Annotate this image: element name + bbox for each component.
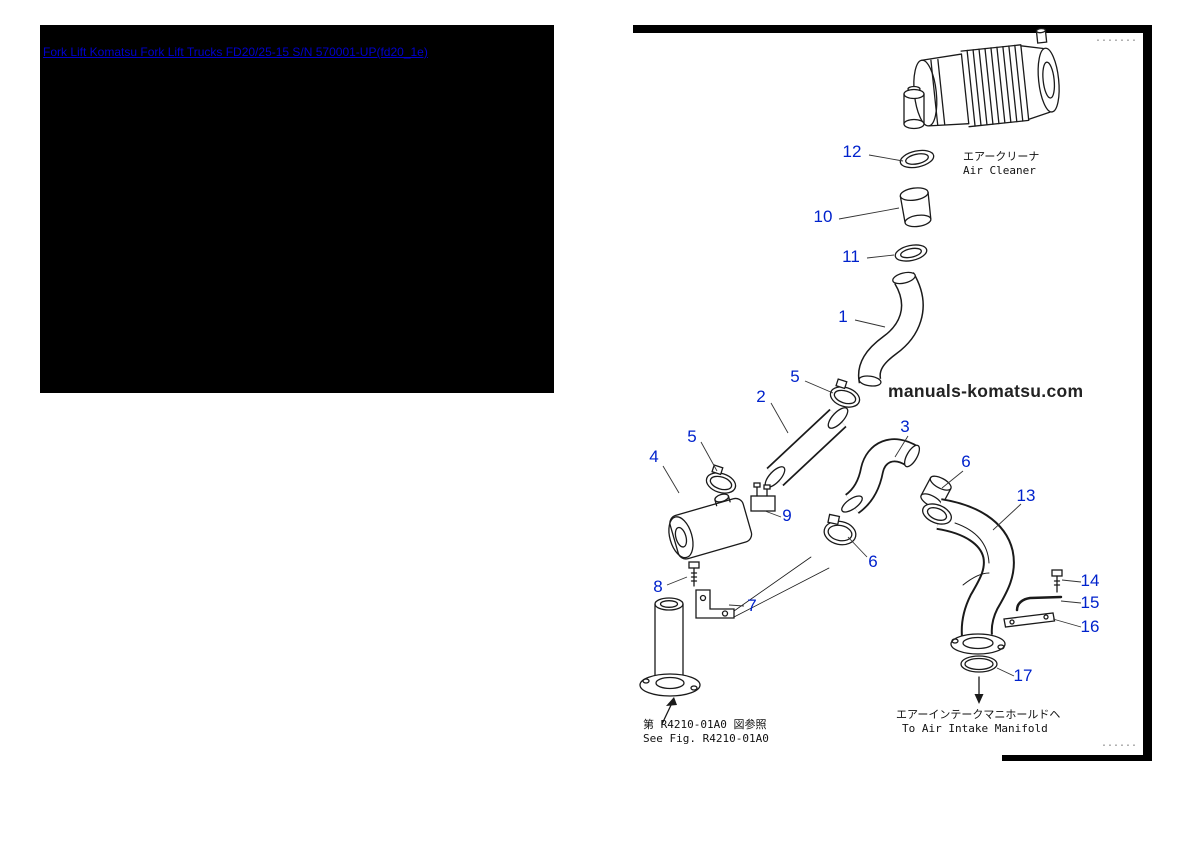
callout-16-17: 16 [1080,617,1100,636]
part-bolt-8 [688,561,700,587]
part-intake-pipe [639,597,701,725]
part-rod-15 [1015,595,1063,612]
part-oring-17 [960,655,998,673]
panel-border-bottom [1002,755,1152,761]
callout-5-4: 5 [790,367,800,386]
callout-11-2: 11 [842,247,860,266]
manifold-label-en: To Air Intake Manifold [902,722,1048,735]
see-fig-label-en: See Fig. R4210-01A0 [643,732,769,745]
part-ring-12 [899,149,935,169]
callout-9-10: 9 [782,506,792,525]
callout-7-14: 7 [747,596,757,615]
down-arrow [974,676,984,704]
header-black-panel: Fork Lift Komatsu Fork Lift Trucks FD20/… [40,25,554,393]
part-ring-11 [894,244,928,262]
panel-border-right [1143,25,1152,761]
air-cleaner-inlet-stub [903,85,925,130]
callout-15-16: 15 [1080,593,1100,612]
panel-border-top [633,25,1152,33]
callout-6-8: 6 [961,452,971,471]
callout-1-3: 1 [838,307,848,326]
manifold-label: エアーインテークマニホールドヘ To Air Intake Manifold [896,708,1060,736]
callout-10-1: 10 [813,207,833,226]
part-hose-2 [764,407,849,488]
air-cleaner-label: エアークリーナ Air Cleaner [963,150,1039,178]
callout-5-6: 5 [687,427,697,446]
part-bolt-14 [1051,569,1063,593]
watermark-text: manuals-komatsu.com [888,381,1084,401]
callout-17-18: 17 [1013,666,1033,685]
callout-13-12: 13 [1016,486,1036,505]
callout-4-9: 4 [649,447,659,466]
see-fig-label-jp: 第 R4210-01A0 図参照 [643,718,767,731]
part-hose-1 [857,271,924,387]
callout-6-11: 6 [868,552,878,571]
callout-8-13: 8 [653,577,663,596]
callout-12-0: 12 [842,142,862,161]
air-cleaner-label-en: Air Cleaner [963,164,1036,177]
parts-diagram-panel: ･･･････ ･･････ [633,25,1152,761]
parts-illustration [639,27,1063,725]
part-bracket-9 [750,482,776,512]
callout-14-15: 14 [1080,571,1100,590]
manifold-label-jp: エアーインテークマニホールドヘ [896,708,1061,721]
part-bracket-7 [695,556,830,619]
part-intake-duct-13 [922,498,1015,655]
air-cleaner-label-jp: エアークリーナ [963,150,1040,163]
page-corner-mark-bottom: ･･････ [1102,741,1138,750]
part-clamp-6b [823,513,857,546]
callout-3-7: 3 [900,417,910,436]
see-fig-label: 第 R4210-01A0 図参照 See Fig. R4210-01A0 [643,718,769,746]
part-resonator-4 [668,493,753,560]
air-cleaner-body [913,27,1060,128]
callout-2-5: 2 [756,387,766,406]
part-adapter-10 [899,187,932,228]
breadcrumb-link[interactable]: Fork Lift Komatsu Fork Lift Trucks FD20/… [43,45,428,59]
page-corner-mark-top: ･･･････ [1096,36,1138,45]
